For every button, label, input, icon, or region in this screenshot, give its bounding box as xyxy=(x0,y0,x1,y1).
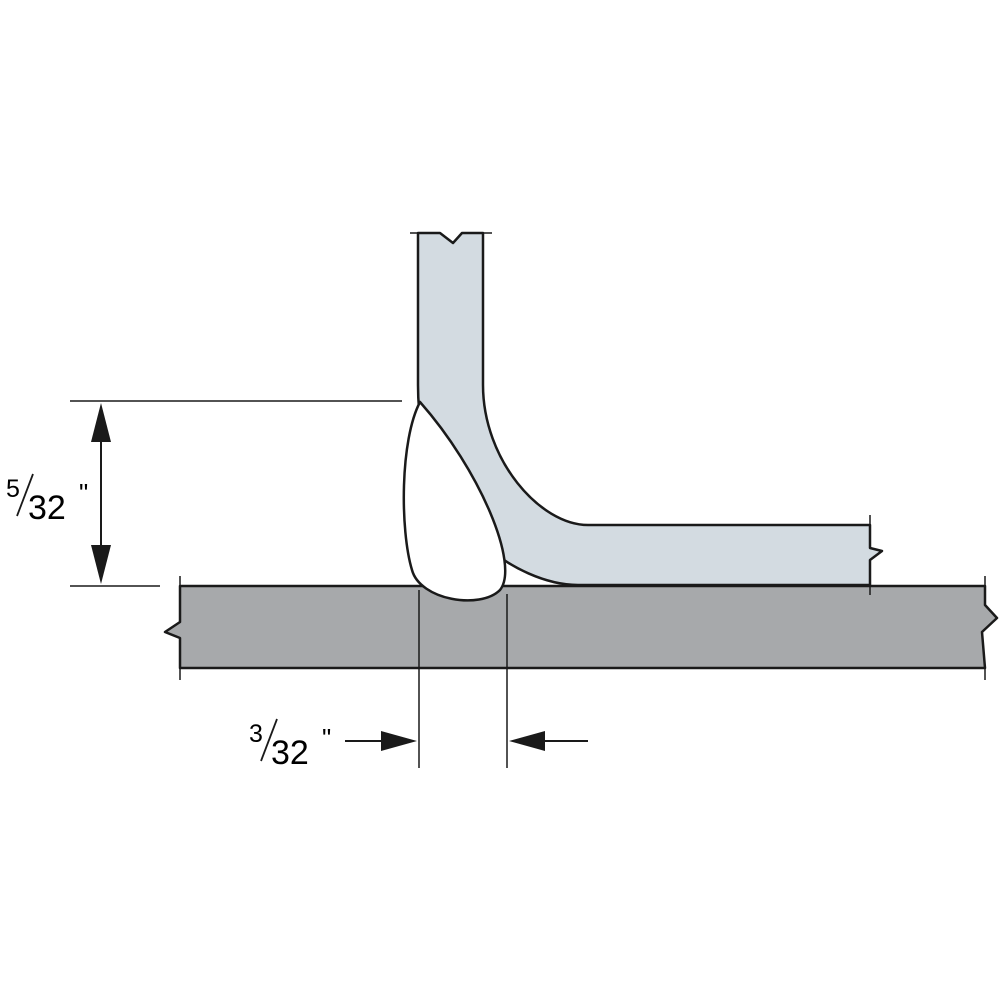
vertical-fraction-slash xyxy=(16,473,34,517)
vertical-numerator: 5 xyxy=(6,475,20,503)
weld-bead xyxy=(402,400,507,602)
horizontal-arrow-left-head xyxy=(381,731,417,751)
vertical-dimension-label: 5 32 " xyxy=(6,473,88,527)
horizontal-fraction-slash xyxy=(260,718,278,762)
horizontal-denominator: 32 xyxy=(271,734,309,772)
vertical-arrow-down xyxy=(91,545,111,584)
horizontal-numerator: 3 xyxy=(249,720,263,748)
horizontal-unit: " xyxy=(322,723,331,753)
vertical-denominator: 32 xyxy=(28,489,66,527)
vertical-unit: " xyxy=(79,478,88,508)
horizontal-arrow-right-head xyxy=(509,731,545,751)
horizontal-dimension-label: 3 32 " xyxy=(249,718,331,772)
vertical-arrow-up xyxy=(91,403,111,442)
base-plate xyxy=(163,584,999,670)
